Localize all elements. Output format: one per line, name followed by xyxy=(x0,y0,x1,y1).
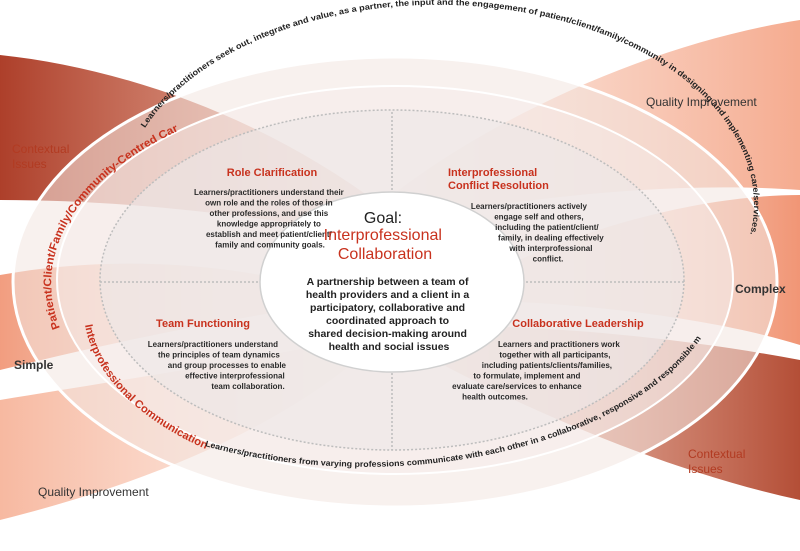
conflict-resolution-line: family, in dealing effectively xyxy=(498,234,604,243)
conflict-resolution-line: including the patient/client/ xyxy=(495,223,599,232)
conflict-resolution-line: engage self and others, xyxy=(494,213,583,222)
team-functioning-line: Learners/practitioners understand xyxy=(148,340,278,349)
team-functioning-title: Team Functioning xyxy=(156,318,250,330)
goal-description-line: shared decision-making around xyxy=(308,328,467,340)
collaborative-leadership-line: together with all participants, xyxy=(499,351,610,360)
role-clarification-line: other professions, and use this xyxy=(210,209,329,218)
quality-improvement-top-right: Quality Improvement xyxy=(646,95,757,109)
collaborative-leadership-line: health outcomes. xyxy=(462,393,528,402)
role-clarification-body: Learners/practitioners understand their … xyxy=(194,188,346,250)
collaborative-leadership-line: to formulate, implement and xyxy=(473,372,580,381)
contextual-issues-top-left-line2: Issues xyxy=(12,157,47,171)
role-clarification-line: own role and the roles of those in xyxy=(205,199,333,208)
goal-title: Interprofessional Collaboration xyxy=(324,227,447,263)
center-ellipse xyxy=(259,191,525,373)
contextual-issues-bottom-right-line2: Issues xyxy=(688,462,723,476)
collaborative-leadership-line: including patients/clients/families, xyxy=(482,361,612,370)
goal-title-line: Collaboration xyxy=(338,246,432,263)
role-clarification-line: establish and meet patient/client/ xyxy=(206,230,333,239)
quadrant-conflict-resolution: Interprofessional Conflict Resolution Le… xyxy=(448,167,606,264)
contextual-issues-top-left-line1: Contextual xyxy=(12,142,69,156)
quality-improvement-bottom-left: Quality Improvement xyxy=(38,485,149,499)
center-goal: Goal: Interprofessional Collaboration A … xyxy=(306,210,472,353)
simple-label: Simple xyxy=(14,358,54,372)
quadrant-team-functioning: Team Functioning Learners/practitioners … xyxy=(148,318,288,391)
team-functioning-line: effective interprofessional xyxy=(185,372,285,381)
quadrant-role-clarification: Role Clarification Learners/practitioner… xyxy=(194,167,346,250)
team-functioning-line: and group processes to enable xyxy=(168,361,287,370)
collaborative-leadership-title: Collaborative Leadership xyxy=(512,318,644,330)
goal-description-line: health and social issues xyxy=(329,341,450,353)
contextual-issues-bottom-right-line1: Contextual xyxy=(688,447,745,461)
conflict-resolution-title: Interprofessional Conflict Resolution xyxy=(448,167,549,192)
goal-label: Goal: xyxy=(364,210,402,227)
role-clarification-line: family and community goals. xyxy=(215,241,325,250)
conflict-resolution-title-line: Conflict Resolution xyxy=(448,180,549,192)
goal-description: A partnership between a team of health p… xyxy=(306,276,472,353)
quadrant-collaborative-leadership: Collaborative Leadership Learners and pr… xyxy=(452,318,644,402)
team-functioning-line: team collaboration. xyxy=(211,382,284,391)
team-functioning-body: Learners/practitioners understand the pr… xyxy=(148,340,288,391)
goal-description-line: participatory, collaborative and xyxy=(310,302,465,314)
role-clarification-line: Learners/practitioners understand their xyxy=(194,188,344,197)
goal-title-line: Interprofessional xyxy=(324,227,442,244)
role-clarification-line: knowledge appropriately to xyxy=(217,220,321,229)
conflict-resolution-line: conflict. xyxy=(533,255,564,264)
goal-description-line: health providers and a client in a xyxy=(306,289,470,301)
conflict-resolution-line: Learners/practitioners actively xyxy=(471,202,588,211)
conflict-resolution-title-line: Interprofessional xyxy=(448,167,537,179)
team-functioning-line: the principles of team dynamics xyxy=(158,351,280,360)
goal-description-line: A partnership between a team of xyxy=(307,276,469,288)
goal-description-line: coordinated approach to xyxy=(326,315,449,327)
collaborative-leadership-line: evaluate care/services to enhance xyxy=(452,382,582,391)
conflict-resolution-line: with interprofessional xyxy=(508,244,592,253)
collaborative-leadership-line: Learners and practitioners work xyxy=(498,340,620,349)
complex-label: Complex xyxy=(735,282,786,296)
role-clarification-title: Role Clarification xyxy=(227,167,318,179)
collaborative-leadership-body: Learners and practitioners work together… xyxy=(452,340,622,402)
conflict-resolution-body: Learners/practitioners actively engage s… xyxy=(471,202,606,264)
